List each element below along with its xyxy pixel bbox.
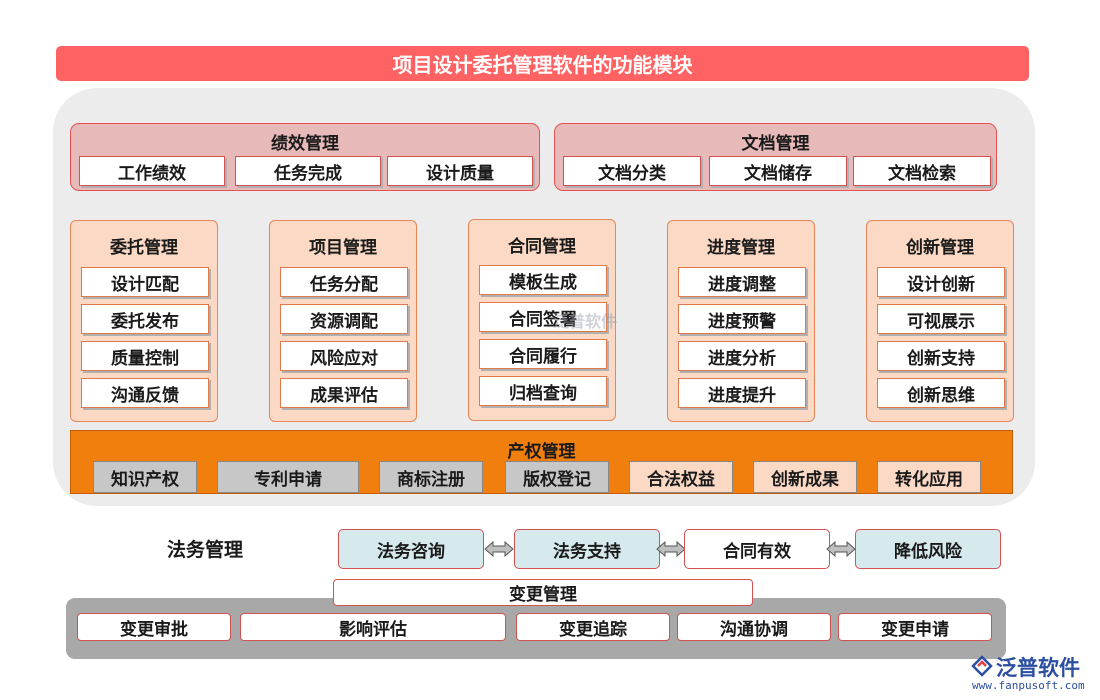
- commission-item: 委托发布: [81, 304, 209, 334]
- document-item: 文档储存: [709, 156, 847, 186]
- performance-title: 绩效管理: [271, 134, 339, 154]
- double-arrow-icon: [484, 541, 514, 557]
- brand-logo: 泛普软件 www.fanpusoft.com: [968, 652, 1096, 696]
- innovation-title: 创新管理: [906, 238, 974, 258]
- legal-item: 降低风险: [855, 529, 1001, 569]
- page-title: 项目设计委托管理软件的功能模块: [56, 46, 1029, 81]
- contract-group: 合同管理 模板生成 合同签署 合同履行 归档查询: [468, 219, 616, 421]
- document-item: 文档检索: [853, 156, 991, 186]
- legal-label: 法务管理: [166, 538, 243, 561]
- change-title: 变更管理: [333, 579, 753, 606]
- ip-panel: 产权管理 知识产权 专利申请 商标注册 版权登记 合法权益 创新成果 转化应用: [70, 430, 1013, 494]
- change-item: 沟通协调: [677, 613, 831, 641]
- innovation-item: 设计创新: [877, 267, 1005, 297]
- brand-url: www.fanpusoft.com: [972, 679, 1085, 692]
- commission-item: 设计匹配: [81, 267, 209, 297]
- ip-item: 商标注册: [379, 461, 483, 493]
- performance-group: 绩效管理 工作绩效 任务完成 设计质量: [70, 123, 540, 191]
- change-item: 变更追踪: [516, 613, 670, 641]
- performance-item: 工作绩效: [79, 156, 225, 186]
- change-item: 影响评估: [240, 613, 506, 641]
- change-item: 变更申请: [838, 613, 992, 641]
- commission-item: 沟通反馈: [81, 378, 209, 408]
- schedule-item: 进度分析: [678, 341, 806, 371]
- watermark: 泛普软件: [552, 312, 617, 331]
- double-arrow-icon: [656, 541, 686, 557]
- project-item: 资源调配: [280, 304, 408, 334]
- performance-item: 设计质量: [387, 156, 533, 186]
- project-group: 项目管理 任务分配 资源调配 风险应对 成果评估: [269, 220, 417, 422]
- ip-item: 转化应用: [877, 461, 981, 493]
- ip-item: 专利申请: [217, 461, 359, 493]
- commission-title: 委托管理: [110, 238, 178, 258]
- contract-item: 归档查询: [479, 376, 607, 406]
- innovation-item: 可视展示: [877, 304, 1005, 334]
- document-item: 文档分类: [563, 156, 701, 186]
- innovation-group: 创新管理 设计创新 可视展示 创新支持 创新思维: [866, 220, 1014, 422]
- ip-item: 版权登记: [505, 461, 609, 493]
- ip-item: 知识产权: [93, 461, 197, 493]
- contract-item: 合同签署: [479, 302, 607, 332]
- schedule-title: 进度管理: [707, 238, 775, 258]
- schedule-group: 进度管理 进度调整 进度预警 进度分析 进度提升: [667, 220, 815, 422]
- project-title: 项目管理: [309, 238, 377, 258]
- schedule-item: 进度提升: [678, 378, 806, 408]
- brand-name: 泛普软件: [996, 656, 1080, 680]
- ip-title: 产权管理: [507, 442, 576, 462]
- performance-item: 任务完成: [235, 156, 381, 186]
- project-item: 风险应对: [280, 341, 408, 371]
- ip-item: 合法权益: [629, 461, 733, 493]
- contract-item: 合同履行: [479, 339, 607, 369]
- commission-item: 质量控制: [81, 341, 209, 371]
- document-group: 文档管理 文档分类 文档储存 文档检索: [554, 123, 997, 191]
- project-item: 任务分配: [280, 267, 408, 297]
- contract-item: 模板生成: [479, 265, 607, 295]
- brand-mark-icon: [971, 655, 993, 677]
- document-title: 文档管理: [741, 134, 810, 154]
- schedule-item: 进度调整: [678, 267, 806, 297]
- legal-item: 合同有效: [684, 529, 830, 569]
- contract-title: 合同管理: [508, 237, 576, 257]
- legal-item: 法务支持: [514, 529, 660, 569]
- schedule-item: 进度预警: [678, 304, 806, 334]
- ip-item: 创新成果: [753, 461, 857, 493]
- innovation-item: 创新思维: [877, 378, 1005, 408]
- legal-item: 法务咨询: [338, 529, 484, 569]
- commission-group: 委托管理 设计匹配 委托发布 质量控制 沟通反馈: [70, 220, 218, 422]
- innovation-item: 创新支持: [877, 341, 1005, 371]
- double-arrow-icon: [826, 541, 856, 557]
- change-item: 变更审批: [77, 613, 231, 641]
- project-item: 成果评估: [280, 378, 408, 408]
